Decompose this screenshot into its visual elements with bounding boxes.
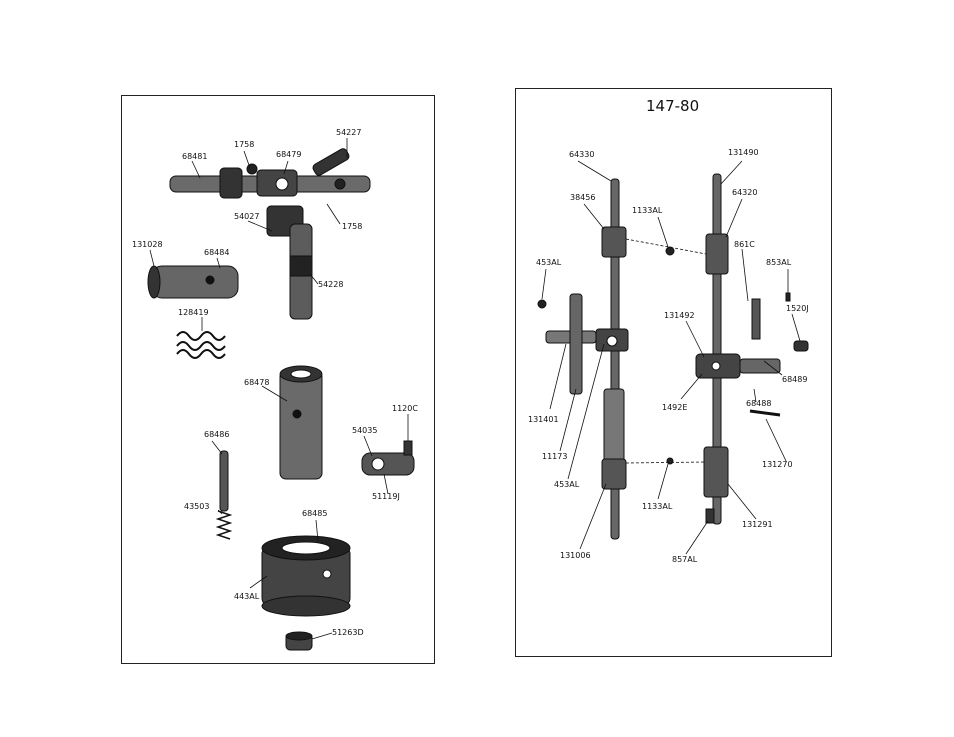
part-label-1133al-bottom: 1133AL (642, 503, 672, 511)
pin-68486 (218, 451, 230, 539)
dashed-connectors (626, 239, 706, 463)
part-label-64330: 64330 (569, 151, 594, 159)
part-label-861c: 861C (734, 241, 755, 249)
part-label-1758-top: 1758 (234, 141, 254, 149)
part-label-1120c: 1120C (392, 405, 418, 413)
part-label-857al: 857AL (672, 556, 697, 564)
part-label-68488: 68488 (746, 400, 771, 408)
part-label-131401: 131401 (528, 416, 559, 424)
part-label-131492: 131492 (664, 312, 695, 320)
part-label-853al: 853AL (766, 259, 791, 267)
part-label-131006: 131006 (560, 552, 591, 560)
part-label-54228: 54228 (318, 281, 343, 289)
right-parts-panel: 147-80 (515, 88, 832, 657)
part-label-43503: 43503 (184, 503, 209, 511)
part-label-453al-bottom: 453AL (554, 481, 579, 489)
part-label-38456: 38456 (570, 194, 595, 202)
part-label-131270: 131270 (762, 461, 793, 469)
part-label-68481: 68481 (182, 153, 207, 161)
part-label-68489: 68489 (782, 376, 807, 384)
part-label-131490: 131490 (728, 149, 759, 157)
part-label-68478: 68478 (244, 379, 269, 387)
bushing-68478 (280, 366, 322, 479)
cylinder-68484 (148, 266, 238, 298)
cap-51263d (286, 632, 312, 650)
part-label-1520j: 1520J (786, 305, 809, 313)
part-label-54027: 54027 (234, 213, 259, 221)
part-label-131291: 131291 (742, 521, 773, 529)
part-label-68486: 68486 (204, 431, 229, 439)
left-parts-panel: 68481 1758 68479 54227 54027 1758 131028… (121, 95, 435, 664)
right-parts-drawing (516, 89, 833, 658)
part-label-1758-bottom: 1758 (342, 223, 362, 231)
part-label-51263d: 51263D (332, 629, 364, 637)
left-rod-assembly (538, 179, 628, 539)
part-label-11173: 11173 (542, 453, 567, 461)
part-label-128419: 128419 (178, 309, 209, 317)
left-parts-drawing (122, 96, 436, 665)
part-label-68485: 68485 (302, 510, 327, 518)
part-label-51119j: 51119J (372, 493, 400, 501)
part-label-443al: 443AL (234, 593, 259, 601)
vertical-post-54228 (267, 206, 312, 319)
spring-128419 (177, 332, 225, 358)
part-label-453al-top: 453AL (536, 259, 561, 267)
part-label-1133al-top: 1133AL (632, 207, 662, 215)
clamp-54035 (362, 441, 414, 475)
right-rod-assembly (666, 174, 808, 524)
part-label-131028: 131028 (132, 241, 163, 249)
part-label-68479: 68479 (276, 151, 301, 159)
part-label-1492e: 1492E (662, 404, 687, 412)
part-label-54227: 54227 (336, 129, 361, 137)
part-label-54035: 54035 (352, 427, 377, 435)
collar-68485 (262, 536, 350, 616)
part-label-68484: 68484 (204, 249, 229, 257)
part-label-64320: 64320 (732, 189, 757, 197)
